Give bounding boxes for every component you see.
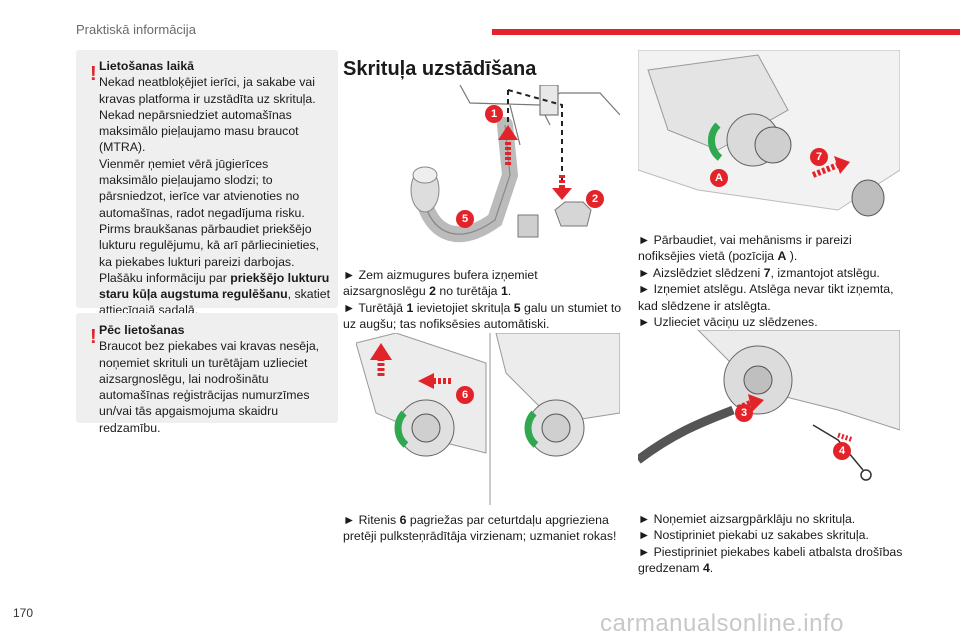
callout-7: 7	[810, 148, 828, 166]
callout-4: 4	[833, 442, 851, 460]
callout-2: 2	[586, 190, 604, 208]
callout-6: 6	[456, 386, 474, 404]
note-paragraph: Braucot bez piekabes vai kravas nesēja, …	[99, 339, 320, 435]
note-paragraph: Vienmēr ņemiet vērā jūgierīces maksimālo…	[99, 156, 305, 220]
note-paragraph: Pirms braukšanas pārbaudiet priekšējo lu…	[99, 221, 320, 269]
step-lock-key: ► Aizslēdziet slēdzeni 7, izmantojot ats…	[638, 265, 880, 280]
step-attach-trailer: ► Nostipriniet piekabi uz sakabes skritu…	[638, 528, 869, 543]
step-check-locked: ► Pārbaudiet, vai mehānisms ir pareizi n…	[638, 233, 852, 264]
section-title: Skrituļa uzstādīšana	[343, 58, 537, 80]
step-trailer-instructions: ► Noņemiet aizsargpārklāju no skrituļa. …	[638, 511, 910, 577]
callout-a: A	[710, 169, 728, 187]
note-title: Pēc lietošanas	[99, 323, 185, 337]
warning-note-during-use: ! Lietošanas laikā Nekad neatbloķējiet i…	[76, 50, 338, 317]
step-remove-cap: ► Zem aizmugures bufera izņemiet aizsarg…	[343, 268, 538, 299]
step-fit-cap: ► Uzlieciet vāciņu uz slēdzenes.	[638, 315, 818, 330]
step-attach-cable: ► Piestipriniet piekabes kabeli atbalsta…	[638, 544, 903, 576]
note-paragraph-reference: Plašāku informāciju par priekšējo luktur…	[99, 270, 330, 318]
warning-note-after-use: ! Pēc lietošanas Braucot bez piekabes va…	[76, 313, 338, 435]
header-accent-bar	[492, 29, 960, 35]
running-header: Praktiskā informācija	[76, 22, 196, 37]
step-lock-instructions: ► Pārbaudiet, vai mehānisms ir pareizi n…	[638, 232, 910, 330]
lock-key-illustration: 7 A	[638, 50, 900, 220]
callout-3: 3	[735, 404, 753, 422]
step-insert-ball: ► Turētājā 1 ievietojiet skrituļa 5 galu…	[343, 300, 622, 332]
safety-ring-illustration: 3 4	[638, 330, 900, 500]
callout-1: 1	[485, 105, 503, 123]
note-paragraph: Nekad nepārsniedziet automašīnas maksimā…	[99, 107, 299, 155]
warning-icon: !	[90, 326, 97, 348]
note-paragraph: Nekad neatbloķējiet ierīci, ja sakabe va…	[99, 75, 316, 106]
step-remove-cap-insert-ball: ► Zem aizmugures bufera izņemiet aizsarg…	[343, 267, 623, 333]
callout-5: 5	[456, 210, 474, 228]
step-wheel-rotates: ► Ritenis 6 pagriežas par ceturtdaļu apg…	[343, 513, 617, 544]
towball-installation-illustration: 1 2 5	[400, 85, 620, 255]
note-title: Lietošanas laikā	[99, 59, 195, 73]
cross-reference-link[interactable]: priekšējo lukturu staru kūļa augstuma re…	[99, 270, 330, 302]
warning-icon: !	[90, 63, 97, 85]
watermark: carmanualsonline.info	[600, 610, 844, 637]
step-remove-cover: ► Noņemiet aizsargpārklāju no skrituļa.	[638, 512, 856, 526]
locking-wheel-rotation-illustration: 6	[356, 333, 620, 505]
step-remove-key: ► Izņemiet atslēgu. Atslēga nevar tikt i…	[638, 282, 894, 313]
page-number: 170	[13, 606, 34, 620]
